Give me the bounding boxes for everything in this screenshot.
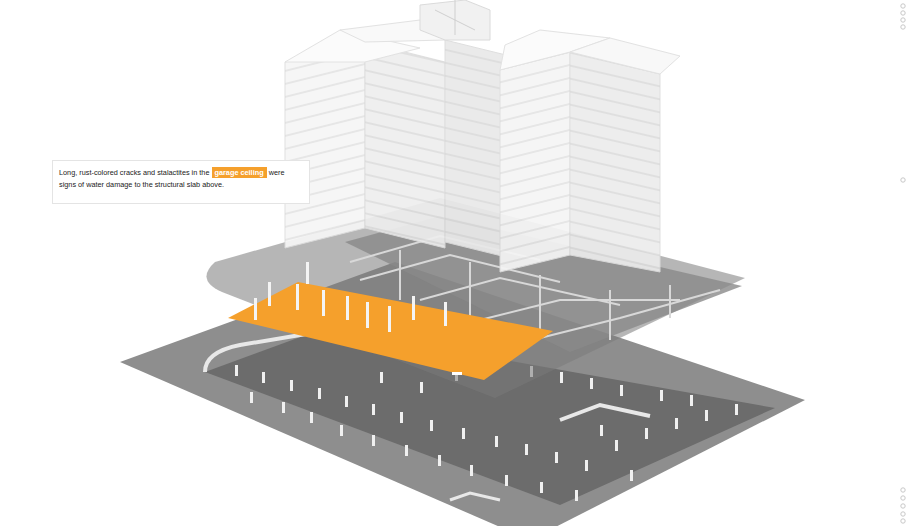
stair-mark: [452, 372, 462, 375]
callout-text: Long, rust-colored cracks and stalactite…: [59, 167, 303, 191]
orange-columns: [254, 262, 447, 332]
garage-ceiling-highlight: [228, 282, 553, 380]
callout-box: Long, rust-colored cracks and stalactite…: [52, 160, 310, 204]
garage-wall: [450, 493, 500, 500]
garage-wall: [560, 405, 650, 420]
tower: [285, 0, 680, 272]
highlight-term: garage ceiling: [212, 167, 267, 178]
callout-sentence: Long, rust-colored cracks and stalactite…: [59, 168, 209, 177]
scroll-dots: [901, 4, 905, 523]
